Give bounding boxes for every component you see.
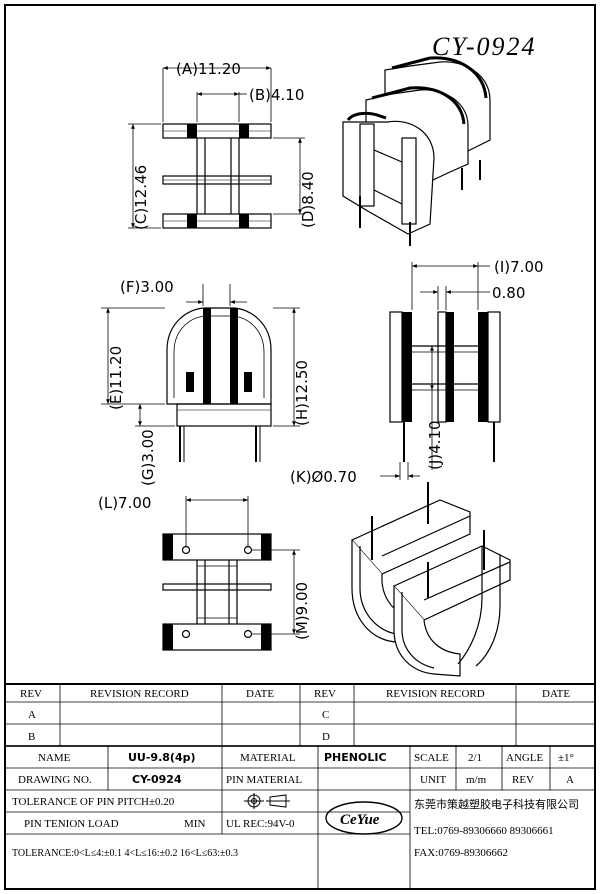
title-block: NAME UU-9.8(4p) MATERIAL PHENOLIC SCALE … — [4, 745, 596, 890]
dim-k-label: (K)Ø0.70 — [290, 468, 357, 486]
logo-letters: CeYue — [340, 812, 380, 828]
rev-header-1: REV — [20, 688, 42, 700]
name-label: NAME — [38, 752, 71, 764]
angle-label: ANGLE — [506, 752, 544, 764]
drawing-no-value: CY-0924 — [132, 773, 182, 786]
isometric-view-lower — [351, 482, 511, 677]
rev-row-b: B — [28, 731, 35, 743]
scale-value: 2/1 — [468, 752, 482, 764]
company-fax: FAX:0769-89306662 — [414, 847, 508, 859]
revision-record-header-1: REVISION RECORD — [90, 688, 189, 700]
tolerance-general: TOLERANCE:0<L≤4:±0.1 4<L≤16:±0.2 16<L≤63… — [12, 848, 238, 859]
dim-e-label: (E)11.20 — [107, 346, 125, 410]
rev-header-2: REV — [314, 688, 336, 700]
name-value: UU-9.8(4p) — [128, 751, 196, 764]
angle-value: ±1° — [558, 752, 574, 764]
bottom-view: (L)7.00 (M)9.00 — [98, 494, 311, 651]
dim-i2-label: 0.80 — [492, 284, 525, 302]
drawing-no-label: DRAWING NO. — [18, 774, 92, 786]
revision-table: REV REVISION RECORD DATE REV REVISION RE… — [4, 683, 596, 747]
front-view: (F)3.00 (E)11.20 (G)3.00 (H)12.50 — [101, 278, 311, 486]
company-name: 东莞市策越塑胶电子科技有限公司 — [414, 797, 579, 811]
dim-j-label: (J)4.10 — [426, 420, 444, 470]
date-header-1: DATE — [246, 688, 274, 700]
dim-b-label: (B)4.10 — [249, 86, 304, 104]
revision-record-header-2: REVISION RECORD — [386, 688, 485, 700]
dim-g-label: (G)3.00 — [139, 429, 157, 486]
ul-rec: UL REC:94V-0 — [226, 818, 295, 830]
rev-row-d: D — [322, 731, 330, 743]
pin-material-label: PIN MATERIAL — [226, 774, 302, 786]
pin-tension-label: PIN TENION LOAD — [24, 818, 119, 830]
dim-d-label: (D)8.40 — [299, 171, 317, 228]
projection-symbol-icon — [244, 793, 290, 809]
rev-value: A — [566, 774, 574, 786]
dim-f-label: (F)3.00 — [120, 278, 174, 296]
material-value: PHENOLIC — [324, 751, 387, 764]
company-logo: CeYue — [325, 801, 403, 835]
unit-value: m/m — [466, 774, 487, 786]
unit-label: UNIT — [420, 774, 447, 786]
side-view: (I)7.00 0.80 (J)4.10 (K)Ø0.70 — [290, 258, 544, 486]
dim-a-label: (A)11.20 — [176, 60, 241, 78]
pin-tension-value: MIN — [184, 818, 205, 830]
rev-row-c: C — [322, 709, 329, 721]
tolerance-pin-pitch: TOLERANCE OF PIN PITCH±0.20 — [12, 796, 175, 808]
dim-h-label: (H)12.50 — [293, 360, 311, 426]
top-view: (A)11.20 (B)4.10 (C)12.46 (D)8.40 — [128, 60, 317, 230]
material-label: MATERIAL — [240, 752, 296, 764]
isometric-view-upper — [342, 56, 491, 246]
rev-label: REV — [512, 774, 534, 786]
scale-label: SCALE — [414, 752, 449, 764]
company-tel: TEL:0769-89306660 89306661 — [414, 825, 554, 837]
dim-i-label: (I)7.00 — [494, 258, 544, 276]
dim-l-label: (L)7.00 — [98, 494, 151, 512]
part-number-title: CY-0924 — [432, 32, 537, 61]
date-header-2: DATE — [542, 688, 570, 700]
rev-row-a: A — [28, 709, 36, 721]
dim-m-label: (M)9.00 — [293, 582, 311, 640]
dim-c-label: (C)12.46 — [132, 165, 150, 230]
